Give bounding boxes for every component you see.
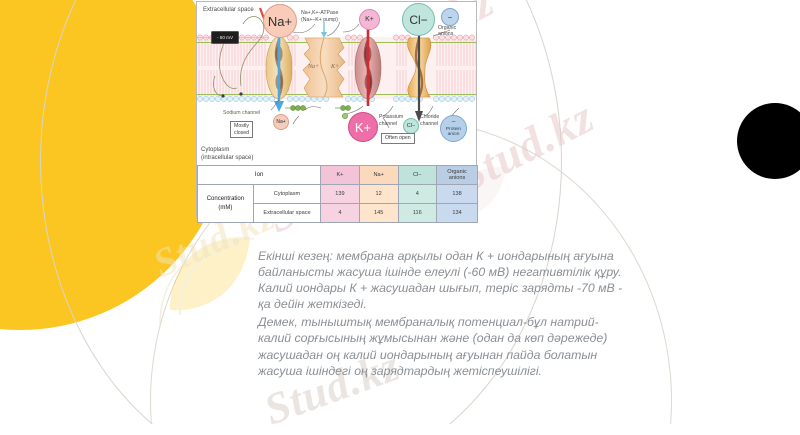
voltmeter: - 60 mV	[211, 31, 239, 44]
protein-anion-label-line1: Protein	[445, 126, 462, 132]
paragraph-2-line-3: жасушадан оң калий иондарының ағуынан па…	[258, 347, 598, 362]
organic-header-line1: Organic	[447, 168, 467, 175]
atp-molecule-left	[285, 105, 306, 111]
table-header-chloride: Cl−	[397, 165, 438, 185]
table-header-sodium: Na+	[358, 165, 399, 185]
voltmeter-wires	[213, 16, 265, 97]
organic-anion-symbol-top: −	[447, 12, 453, 22]
black-circle-decoration	[737, 103, 800, 179]
cell-cytoplasm-organic: 138	[436, 184, 478, 204]
na-k-atpase-pump	[302, 37, 346, 98]
paragraph-2: Демек, тыныштық мембраналық потенциал-бұ…	[258, 314, 778, 378]
potassium-channel-label-line1: Potassium	[379, 114, 404, 120]
cell-cytoplasm-k: 139	[320, 184, 360, 204]
paragraph-1-line-3: Калий иондары К + жасушадан шығып, теріс…	[258, 281, 623, 296]
pump-sodium-label: Na+	[308, 64, 320, 70]
cell-cytoplasm-na: 12	[358, 184, 399, 204]
voltmeter-reading: - 60 mV	[216, 35, 234, 40]
sodium-ion-label-top: Na+	[267, 13, 293, 29]
background-decoration-layer	[0, 0, 800, 424]
sodium-state-line1: Mostly	[234, 123, 249, 129]
organic-anion-bubble-top: −	[441, 8, 459, 26]
cell-extracellular-cl: 116	[397, 203, 438, 223]
paragraph-1-line-1: Екінші кезең: мембрана арқылы одан К + и…	[258, 249, 614, 263]
chloride-channel-label-line2: channel	[420, 121, 439, 127]
chloride-ion-bubble-bottom: Cl−	[403, 118, 419, 134]
chloride-channel-label-line1: Chloride	[420, 114, 440, 120]
organic-anions-label-line1: Organic	[438, 25, 457, 31]
sodium-channel-label: Sodium channel	[223, 110, 261, 116]
na-k-atpase-label-line2: (Na+–K+ pump)	[301, 17, 338, 23]
table-row-name-extracellular: Extracellular space	[252, 203, 322, 223]
membrane-diagram: Extracellular space - 60 mV Na+ K+ Cl− −…	[197, 2, 476, 165]
pump-sodium-arrow	[321, 22, 327, 38]
paragraph-2-line-1: Демек, тыныштық мембраналық потенциал-бұ…	[258, 315, 599, 330]
potassium-channel-label-line2: channel	[379, 121, 398, 127]
table-row: Concentration (mM) Cytoplasm 139 12 4 13…	[197, 184, 478, 223]
table-row-label-concentration: Concentration (mM)	[197, 184, 254, 223]
table-row-name-cytoplasm: Cytoplasm	[252, 184, 322, 204]
organic-anions-label-line2: anions	[438, 31, 454, 37]
sodium-ion-bubble-bottom: Na+	[273, 114, 289, 130]
table-header-row: Ion K+ Na+ Cl− Organic anions	[196, 165, 478, 185]
sodium-ion-bubble-top: Na+	[263, 4, 297, 38]
cell-cytoplasm-cl: 4	[397, 184, 438, 204]
adp-molecule-right	[335, 105, 351, 119]
concentration-label-line2: (mM)	[218, 204, 233, 211]
chloride-ion-label-bottom: Cl−	[406, 123, 416, 129]
label-leader-lines	[270, 21, 460, 129]
cell-extracellular-organic: 134	[436, 203, 478, 223]
paragraph-2-line-4: жасуша ішіндегі оң зарядтардың жетіспеуш…	[258, 363, 542, 378]
sodium-state-line2: closed	[234, 129, 249, 136]
potassium-ion-bubble-top: K+	[359, 9, 380, 30]
leaf-decoration	[159, 236, 255, 326]
table-header-ion: Ion	[196, 165, 322, 185]
chloride-ion-label-top: Cl−	[409, 12, 428, 27]
table-row: Extracellular space 4 145 116 134	[198, 203, 478, 223]
protein-anion-symbol: −	[451, 118, 456, 126]
concentration-label-line1: Concentration	[206, 195, 245, 202]
sodium-channel-state-callout: Mostly closed	[230, 121, 253, 138]
potassium-ion-bubble-bottom: K+	[348, 112, 378, 142]
potassium-ion-label-top: K+	[365, 16, 374, 23]
chloride-ion-bubble-top: Cl−	[402, 3, 435, 36]
cell-extracellular-k: 4	[320, 203, 360, 223]
table-header-organic-anions: Organic anions	[436, 165, 478, 185]
paragraph-1: Екінші кезең: мембрана арқылы одан К + и…	[258, 248, 778, 312]
chloride-influx-arrow	[415, 22, 423, 122]
paragraph-1-line-2: байланысты жасуша ішінде елеулі (-60 мВ)…	[258, 265, 622, 280]
protein-anion-label-line2: anion	[447, 131, 460, 137]
cell-extracellular-na: 145	[358, 203, 399, 223]
figure-panel: Extracellular space - 60 mV Na+ K+ Cl− −…	[196, 1, 478, 223]
protein-anion-bubble: − Protein anion	[440, 115, 467, 142]
ion-concentration-table: Ion K+ Na+ Cl− Organic anions Concentrat…	[196, 165, 478, 223]
table-header-potassium: K+	[320, 165, 360, 185]
organic-header-line2: anions	[448, 175, 466, 181]
paragraph-1-line-4: қа дейін жеткізеді.	[258, 297, 367, 312]
potassium-channel-state-callout: Often open	[381, 133, 415, 144]
na-k-atpase-label-line1: Na+,K+-ATPase	[301, 10, 339, 16]
cytoplasm-label-line1: Cytoplasm	[201, 147, 230, 153]
extracellular-space-label: Extracellular space	[203, 7, 254, 13]
body-text-block: Екінші кезең: мембрана арқылы одан К + и…	[258, 248, 778, 379]
sodium-ion-label-bottom: Na+	[276, 119, 286, 125]
potassium-ion-label-bottom: K+	[354, 119, 372, 135]
cytoplasm-label-line2: (intracellular space)	[201, 155, 254, 161]
pump-potassium-label: K+	[331, 64, 340, 70]
membrane-diagram-svg	[197, 7, 476, 129]
paragraph-2-line-2: калий сорғысының жұмысынан және (одан да…	[258, 331, 608, 346]
